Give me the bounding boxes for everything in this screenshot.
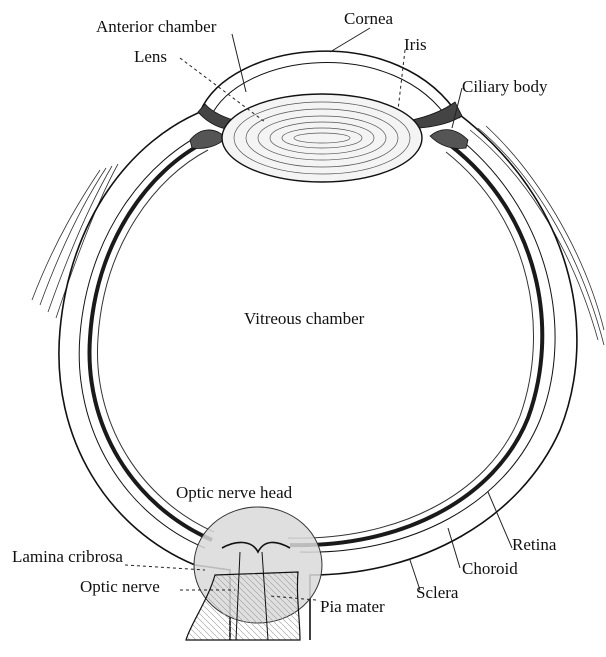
label-cornea: Cornea	[344, 9, 394, 28]
label-lamina-cribrosa: Lamina cribrosa	[12, 547, 123, 566]
label-lens: Lens	[134, 47, 167, 66]
lens	[222, 94, 422, 182]
label-sclera: Sclera	[416, 583, 459, 602]
label-retina: Retina	[512, 535, 557, 554]
left-muscle-strands	[32, 164, 118, 318]
ciliary-body-right	[430, 130, 468, 149]
label-vitreous-chamber: Vitreous chamber	[244, 309, 365, 328]
label-anterior-chamber: Anterior chamber	[96, 17, 217, 36]
label-pia-mater: Pia mater	[320, 597, 385, 616]
ciliary-body-left	[190, 130, 226, 149]
label-iris: Iris	[404, 35, 427, 54]
right-muscle-strands	[470, 126, 604, 345]
label-optic-nerve: Optic nerve	[80, 577, 160, 596]
choroid-band	[89, 142, 542, 545]
retina-line	[97, 150, 533, 538]
label-optic-nerve-head: Optic nerve head	[176, 483, 293, 502]
label-ciliary-body: Ciliary body	[462, 77, 548, 96]
iris-right	[412, 102, 462, 128]
label-choroid: Choroid	[462, 559, 518, 578]
sclera-inner-line	[79, 130, 555, 552]
